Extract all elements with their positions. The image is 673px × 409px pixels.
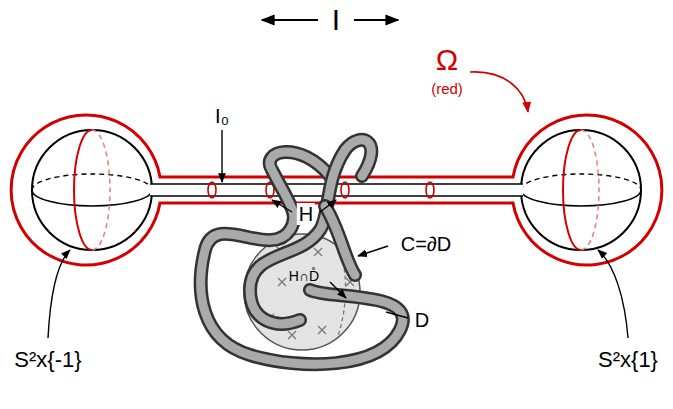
leader [272, 200, 292, 212]
sphere-label: S²x{-1} [12, 348, 83, 372]
interval-label: I [330, 4, 342, 36]
leader [470, 72, 528, 112]
texture-cross [318, 326, 326, 334]
leader [598, 250, 628, 338]
texture-cross [288, 331, 296, 339]
leader [330, 282, 346, 298]
leader [358, 246, 388, 256]
texture-cross [278, 278, 286, 286]
color-note: (red) [429, 80, 465, 97]
leader [320, 200, 336, 212]
leader [48, 250, 70, 338]
leader [221, 130, 222, 182]
leader [386, 312, 408, 318]
sphere-label: S²x{1} [596, 348, 660, 372]
boundary-label: C=∂D [399, 233, 453, 255]
band [201, 140, 403, 364]
band-label: H [297, 203, 315, 225]
sphere-right [521, 130, 641, 250]
interval-arrow [354, 19, 398, 21]
disk-label: D [413, 309, 431, 331]
subinterval-label: I₀ [213, 105, 231, 127]
interval-arrow [262, 19, 318, 21]
omega-label: Ω [434, 44, 460, 76]
intersection-label: H∩D̊ [287, 268, 321, 284]
texture-cross [314, 248, 322, 256]
sphere-left [32, 130, 152, 250]
